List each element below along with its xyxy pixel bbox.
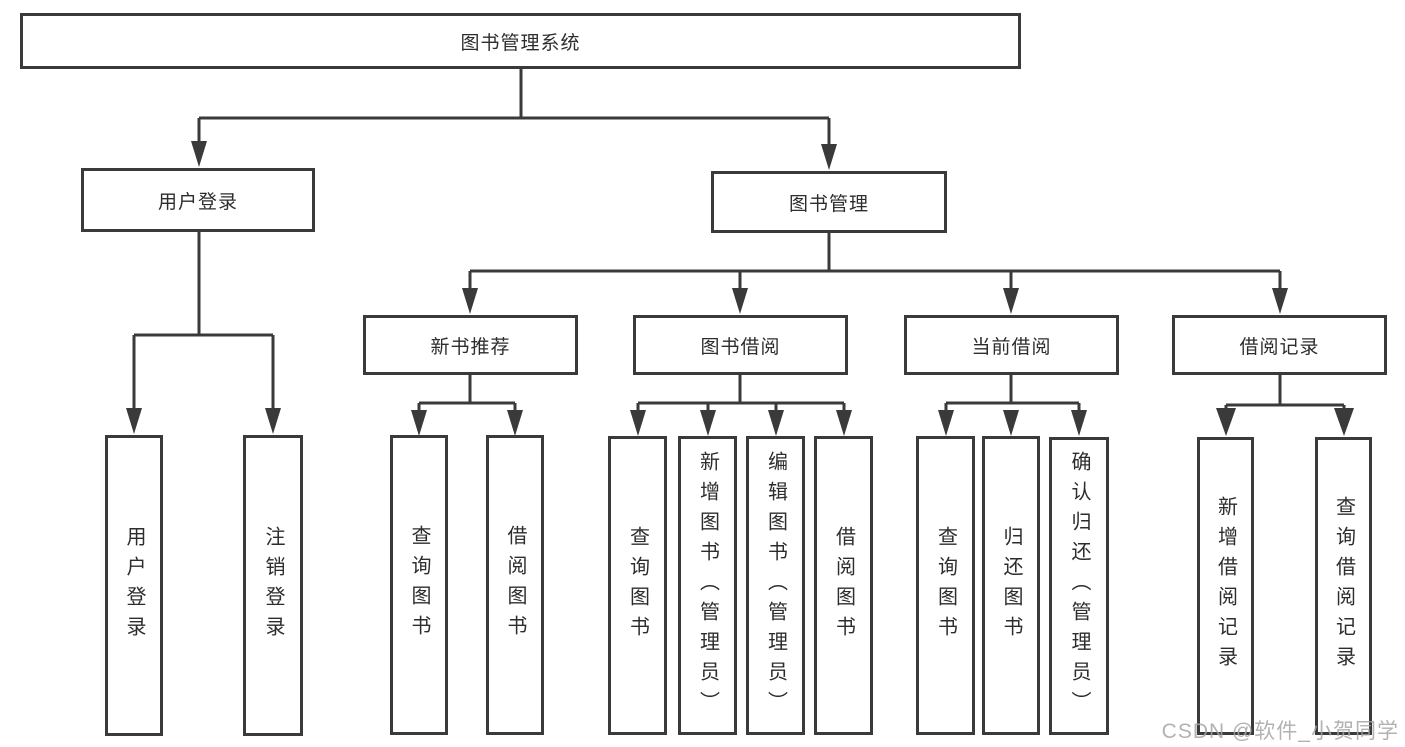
node-label: 确认归还（管理员）	[1068, 451, 1090, 721]
node-label: 用户登录	[157, 191, 238, 213]
node-label: 借阅记录	[1239, 336, 1320, 358]
node-label: 图书借阅	[700, 336, 781, 358]
node-book-management: 图书管理	[711, 171, 947, 233]
node-label: 查询图书	[408, 525, 430, 645]
leaf-query-borrow-record: 查询借阅记录	[1315, 437, 1372, 735]
node-label: 查询借阅记录	[1332, 496, 1355, 676]
arrowheads	[126, 141, 1354, 436]
leaf-add-borrow-record: 新增借阅记录	[1197, 437, 1254, 735]
node-library-management-system: 图书管理系统	[20, 13, 1021, 69]
leaf-return-books: 归还图书	[982, 436, 1040, 735]
node-current-borrowing: 当前借阅	[904, 315, 1119, 375]
leaf-borrow-books-recommend: 借阅图书	[486, 435, 544, 735]
node-label: 图书管理系统	[460, 32, 581, 54]
node-label: 用户登录	[123, 525, 145, 646]
node-label: 新书推荐	[430, 336, 511, 358]
leaf-borrow-books-borrowing: 借阅图书	[814, 436, 873, 735]
node-label: 归还图书	[1000, 525, 1022, 646]
node-label: 新增借阅记录	[1214, 496, 1237, 676]
leaf-query-books-borrowing: 查询图书	[608, 436, 667, 735]
leaf-user-login: 用户登录	[105, 435, 163, 736]
node-user-login: 用户登录	[81, 168, 315, 232]
leaf-confirm-return-admin: 确认归还（管理员）	[1049, 437, 1109, 735]
leaf-query-books-current: 查询图书	[916, 436, 975, 735]
node-borrowing-records: 借阅记录	[1172, 315, 1387, 375]
node-label: 新增图书（管理员）	[696, 450, 719, 721]
node-label: 注销登录	[262, 525, 284, 646]
csdn-watermark: CSDN @软件_小贺同学	[1161, 720, 1399, 743]
node-book-borrowing: 图书借阅	[633, 315, 848, 375]
node-label: 图书管理	[788, 193, 869, 215]
leaf-query-books-recommend: 查询图书	[390, 435, 448, 735]
node-new-book-recommendation: 新书推荐	[363, 315, 578, 375]
node-label: 查询图书	[626, 525, 649, 646]
node-label: 借阅图书	[832, 525, 855, 646]
node-label: 编辑图书（管理员）	[764, 450, 787, 721]
node-label: 当前借阅	[971, 336, 1052, 358]
leaf-add-book-admin: 新增图书（管理员）	[678, 436, 737, 735]
node-label: 借阅图书	[504, 525, 526, 645]
node-label: 查询图书	[934, 525, 957, 646]
leaf-edit-book-admin: 编辑图书（管理员）	[746, 436, 805, 735]
leaf-logout: 注销登录	[243, 435, 303, 736]
